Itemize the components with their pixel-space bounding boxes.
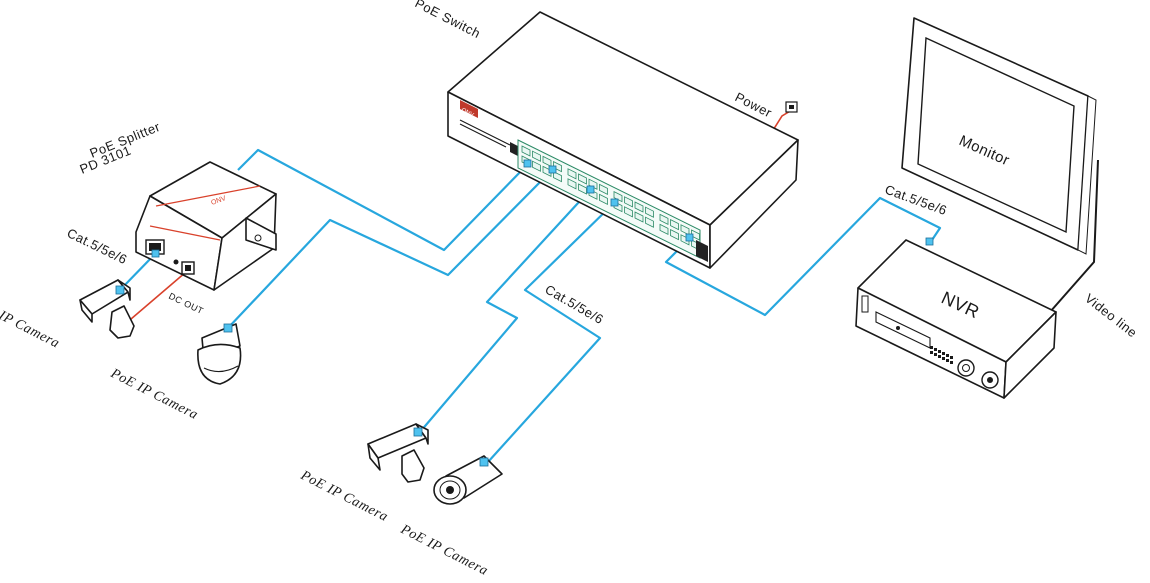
bullet-camera-icon bbox=[433, 455, 503, 505]
switch-port bbox=[659, 223, 669, 236]
cable-splitter-to-ip-camera bbox=[119, 253, 156, 291]
nvr-button bbox=[946, 359, 949, 362]
nvr-button bbox=[950, 361, 953, 364]
switch-port bbox=[634, 201, 644, 213]
switch-port bbox=[578, 183, 587, 195]
nvr-icon bbox=[855, 239, 1057, 399]
switch-port bbox=[532, 150, 541, 162]
cat-center-label: Cat.5/5e/6 bbox=[543, 282, 607, 327]
cable-switch-to-nvr bbox=[664, 196, 942, 317]
ip-camera-label: IP Camera bbox=[0, 308, 62, 352]
cable-switch-to-splitter bbox=[237, 148, 528, 252]
cables bbox=[119, 109, 1099, 463]
switch-port bbox=[624, 196, 633, 208]
switch-port bbox=[670, 218, 679, 231]
poe-ip-camera-dome-label: PoE IP Camera bbox=[107, 366, 200, 423]
video-line-label: Video line bbox=[1082, 291, 1140, 341]
nvr-button bbox=[930, 351, 933, 354]
ip-camera-icon bbox=[79, 279, 135, 339]
nvr-button bbox=[946, 354, 949, 357]
video-line-cable bbox=[1049, 159, 1099, 313]
dome-camera-icon bbox=[197, 323, 242, 385]
poe-ip-camera-box-label: PoE IP Camera bbox=[297, 468, 390, 525]
poe-switch-label: PoE Switch bbox=[413, 0, 484, 41]
switch-port bbox=[645, 206, 654, 218]
svg-text:ONV: ONV bbox=[460, 107, 474, 118]
cat-nvr-label: Cat.5/5e/6 bbox=[883, 182, 949, 218]
nvr-button bbox=[950, 356, 953, 359]
switch-port bbox=[532, 160, 541, 172]
dc-out-power-line bbox=[123, 271, 187, 326]
svg-text:ONV: ONV bbox=[210, 195, 227, 207]
nvr-button bbox=[930, 346, 933, 349]
switch-port bbox=[521, 145, 531, 157]
poe-splitter-icon: ONV bbox=[135, 161, 277, 291]
switch-port bbox=[624, 206, 633, 218]
nvr-button bbox=[934, 353, 937, 356]
nvr-button bbox=[938, 355, 941, 358]
nvr-button bbox=[942, 352, 945, 355]
cable-switch-to-box-camera bbox=[419, 189, 591, 433]
power-socket-icon bbox=[785, 101, 798, 113]
switch-port bbox=[588, 178, 598, 190]
box-camera-icon bbox=[367, 423, 429, 483]
nvr-button bbox=[934, 348, 937, 351]
dc-out-label: DC OUT bbox=[167, 291, 205, 316]
switch-port bbox=[599, 193, 608, 206]
switch-port bbox=[599, 183, 608, 196]
switch-port bbox=[567, 168, 577, 180]
switch-port bbox=[553, 170, 562, 183]
cat-splitter-label: Cat.5/5e/6 bbox=[65, 225, 130, 267]
switch-port bbox=[542, 165, 552, 178]
switch-port bbox=[659, 213, 669, 226]
poe-switch-icon: ONV bbox=[447, 11, 799, 269]
monitor-icon bbox=[901, 17, 1097, 255]
cable-connectors bbox=[151, 159, 934, 258]
switch-port bbox=[634, 211, 644, 223]
switch-port bbox=[645, 216, 654, 228]
switch-port bbox=[578, 173, 587, 185]
nvr-button bbox=[942, 357, 945, 360]
poe-ip-camera-bullet-label: PoE IP Camera bbox=[397, 522, 490, 579]
switch-port bbox=[613, 190, 623, 203]
switch-port bbox=[567, 178, 577, 190]
cable-switch-to-bullet-camera bbox=[487, 202, 615, 463]
cable-switch-to-dome-camera bbox=[227, 169, 553, 329]
nvr-button bbox=[938, 350, 941, 353]
switch-port bbox=[670, 228, 679, 241]
